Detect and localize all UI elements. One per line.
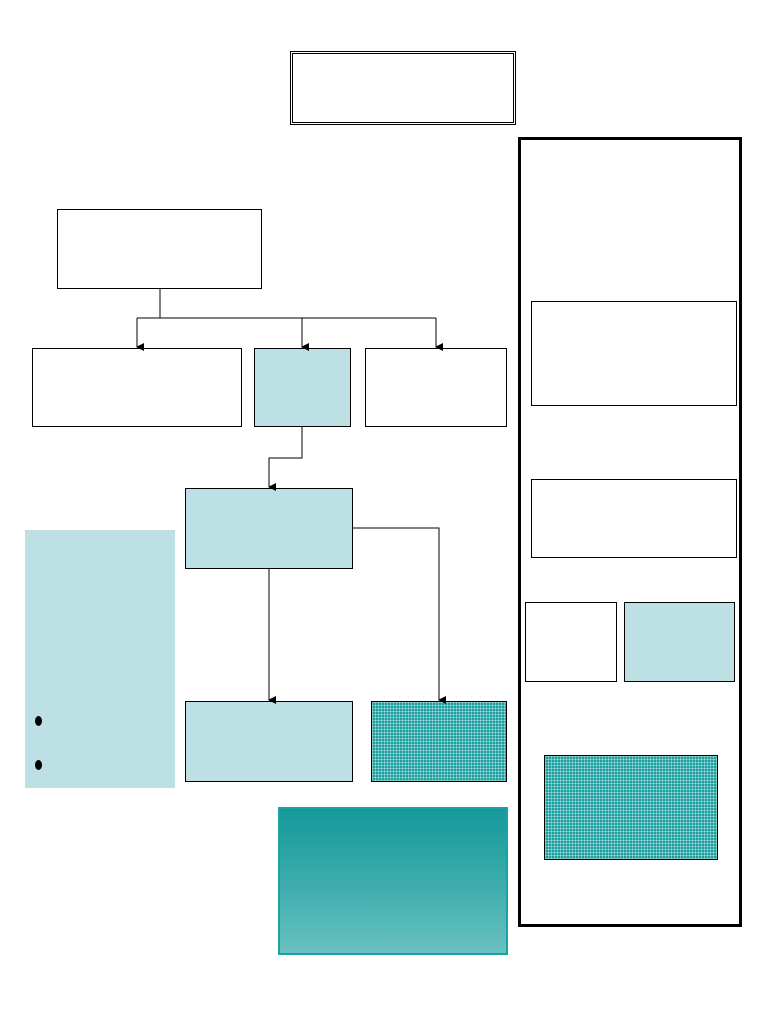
outcome-box-left — [185, 701, 353, 782]
connector-mid-to-outcome-right — [353, 527, 446, 704]
side-panel — [518, 137, 742, 927]
side-box-small-left — [525, 602, 617, 682]
note-panel — [25, 530, 175, 788]
bullet-icon — [35, 716, 42, 726]
mid-process-box — [185, 488, 353, 569]
gradient-box — [278, 807, 508, 955]
side-box-upper — [531, 301, 737, 406]
title-box — [290, 51, 516, 125]
connector-center-to-mid — [268, 427, 303, 491]
bullet-icon — [35, 760, 42, 770]
top-process-box — [57, 209, 262, 289]
side-box-hatched — [544, 755, 718, 860]
branch-box-center — [254, 348, 351, 427]
side-box-small-right — [624, 602, 735, 682]
side-box-middle — [531, 479, 737, 558]
